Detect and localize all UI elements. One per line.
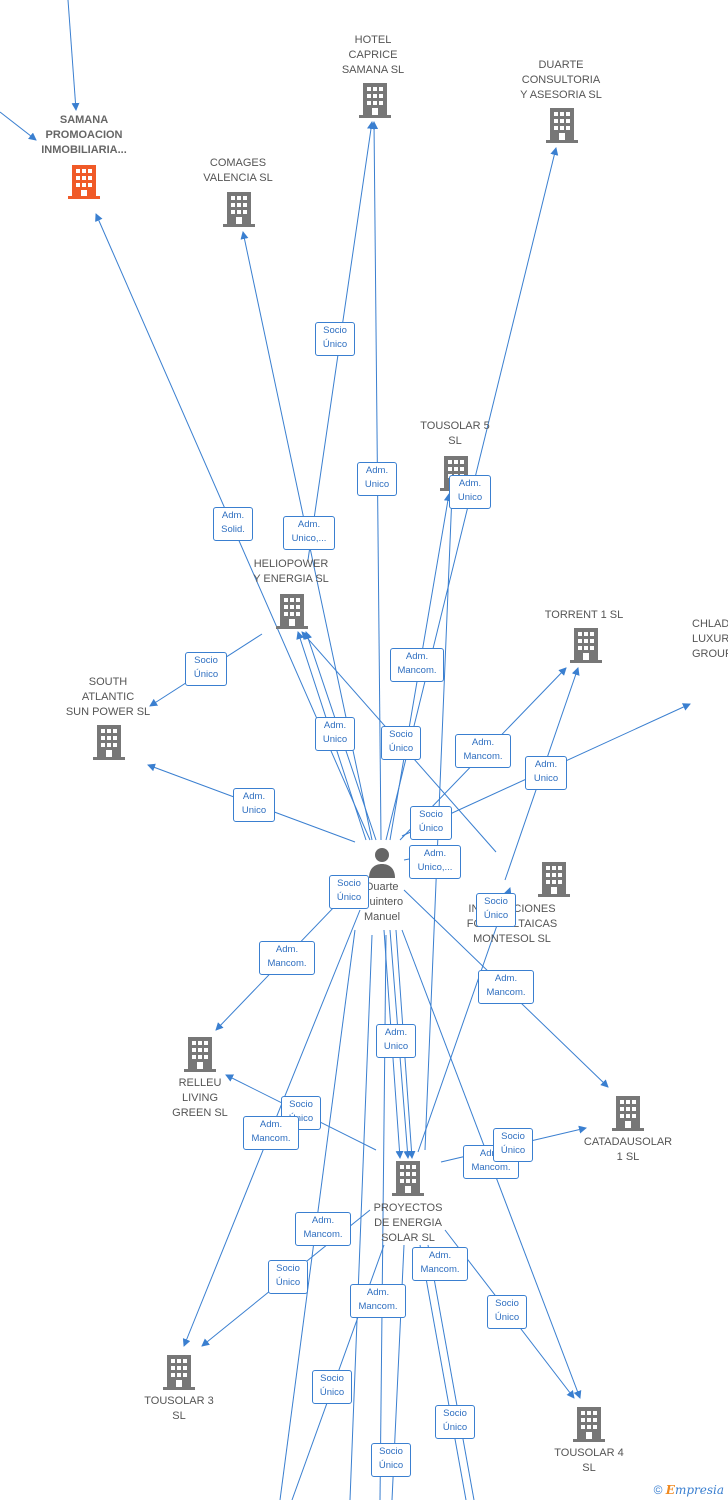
building-icon <box>223 192 255 227</box>
relation-badge[interactable]: Adm. Unico <box>233 788 275 822</box>
company-name: SAMANA PROMOACION INMOBILIARIA... <box>41 114 127 156</box>
relation-badge[interactable]: Adm. Mancom. <box>243 1116 299 1150</box>
edge <box>419 1244 467 1500</box>
relation-badge[interactable]: Socio Único <box>381 726 421 760</box>
company-name: PROYECTOS DE ENERGIA SOLAR SL <box>373 1202 443 1244</box>
person-name: Duarte Quintero Manuel <box>360 881 404 923</box>
relation-badge[interactable]: Adm. Unico <box>525 756 567 790</box>
person-node[interactable]: Duarte Quintero Manuel <box>340 846 424 925</box>
relation-badge[interactable]: Socio Único <box>410 806 452 840</box>
company-name: TOUSOLAR 3 SL <box>144 1395 214 1422</box>
building-icon <box>392 1161 424 1196</box>
relation-badge[interactable]: Adm. Unico <box>449 475 491 509</box>
building-icon <box>68 165 100 199</box>
relation-badge[interactable]: Adm. Mancom. <box>259 941 315 975</box>
building-icon <box>276 594 308 629</box>
relation-badge[interactable]: Adm. Mancom. <box>478 970 534 1004</box>
company-node[interactable]: SAMANA PROMOACION INMOBILIARIA... <box>20 113 148 199</box>
building-icon <box>93 725 125 760</box>
relation-badge[interactable]: Adm. Mancom. <box>390 648 444 682</box>
relation-badge[interactable]: Socio Único <box>315 322 355 356</box>
relation-badge[interactable]: Socio Único <box>493 1128 533 1162</box>
company-node[interactable]: TOUSOLAR 4 SL <box>544 1407 634 1476</box>
company-node[interactable]: TOUSOLAR 3 SL <box>134 1355 224 1424</box>
company-node[interactable]: TOUSOLAR 5 SL <box>410 419 500 491</box>
building-icon <box>612 1096 644 1131</box>
company-node[interactable]: RELLEU LIVING GREEN SL <box>155 1037 245 1121</box>
relation-badge[interactable]: Socio Único <box>312 1370 352 1404</box>
relation-badge[interactable]: Socio Único <box>487 1295 527 1329</box>
company-node[interactable]: COMAGES VALENCIA SL <box>188 156 288 227</box>
building-icon <box>359 83 391 118</box>
relation-badge[interactable]: Adm. Mancom. <box>412 1247 468 1281</box>
company-name: RELLEU LIVING GREEN SL <box>172 1077 228 1119</box>
relation-badge[interactable]: Socio Único <box>329 875 369 909</box>
company-node[interactable]: DUARTE CONSULTORIA Y ASESORIA SL <box>506 58 616 143</box>
relation-badge[interactable]: Socio Único <box>476 893 516 927</box>
relation-badge[interactable]: Adm. Mancom. <box>455 734 511 768</box>
company-node[interactable]: SOUTH ATLANTIC SUN POWER SL <box>58 675 158 760</box>
relation-badge[interactable]: Socio Único <box>185 652 227 686</box>
company-name: HELIOPOWER Y ENERGIA SL <box>253 558 329 585</box>
copyright-footer: © Empresia <box>654 1483 724 1497</box>
company-name: TOUSOLAR 4 SL <box>554 1447 624 1474</box>
company-name: CHLAD LUXUR GROUP <box>692 618 728 660</box>
company-name: COMAGES VALENCIA SL <box>203 157 273 184</box>
relation-badge[interactable]: Socio Único <box>435 1405 475 1439</box>
company-name: HOTEL CAPRICE SAMANA SL <box>341 34 405 76</box>
edge <box>67 0 80 111</box>
relation-badge[interactable]: Socio Único <box>268 1260 308 1294</box>
building-icon <box>538 862 570 897</box>
relation-badge[interactable]: Adm. Solid. <box>213 507 253 541</box>
relation-badge[interactable]: Adm. Unico <box>315 717 355 751</box>
edge <box>417 887 512 1153</box>
building-icon <box>184 1037 216 1072</box>
relation-badge[interactable]: Adm. Unico <box>376 1024 416 1058</box>
company-node[interactable]: CATADAUSOLAR 1 SL <box>576 1096 680 1165</box>
building-icon <box>163 1355 195 1390</box>
edge <box>427 1244 475 1500</box>
copyright-symbol: © <box>653 1483 663 1497</box>
company-node[interactable]: CHLAD LUXUR GROUP <box>686 617 728 662</box>
building-icon <box>546 108 578 143</box>
company-node[interactable]: HOTEL CAPRICE SAMANA SL <box>323 33 423 118</box>
brand-logo: Empresia <box>665 1483 724 1497</box>
relation-badge[interactable]: Adm. Unico <box>357 462 397 496</box>
relation-badge[interactable]: Adm. Mancom. <box>350 1284 406 1318</box>
company-node[interactable]: TORRENT 1 SL <box>536 608 632 663</box>
building-icon <box>573 1407 605 1442</box>
building-icon <box>570 628 602 663</box>
relation-badge[interactable]: Adm. Unico,... <box>283 516 335 550</box>
company-name: SOUTH ATLANTIC SUN POWER SL <box>65 676 151 718</box>
relation-badge[interactable]: Adm. Unico,... <box>409 845 461 879</box>
company-name: DUARTE CONSULTORIA Y ASESORIA SL <box>520 59 602 101</box>
company-name: TORRENT 1 SL <box>544 609 624 621</box>
edge <box>0 111 37 141</box>
company-node[interactable]: HELIOPOWER Y ENERGIA SL <box>236 557 346 629</box>
relation-badge[interactable]: Adm. Mancom. <box>295 1212 351 1246</box>
company-name: TOUSOLAR 5 SL <box>420 420 490 447</box>
relation-badge[interactable]: Socio Único <box>371 1443 411 1477</box>
company-name: CATADAUSOLAR 1 SL <box>583 1136 673 1163</box>
company-node[interactable]: PROYECTOS DE ENERGIA SOLAR SL <box>358 1161 458 1246</box>
person-icon <box>369 848 395 878</box>
